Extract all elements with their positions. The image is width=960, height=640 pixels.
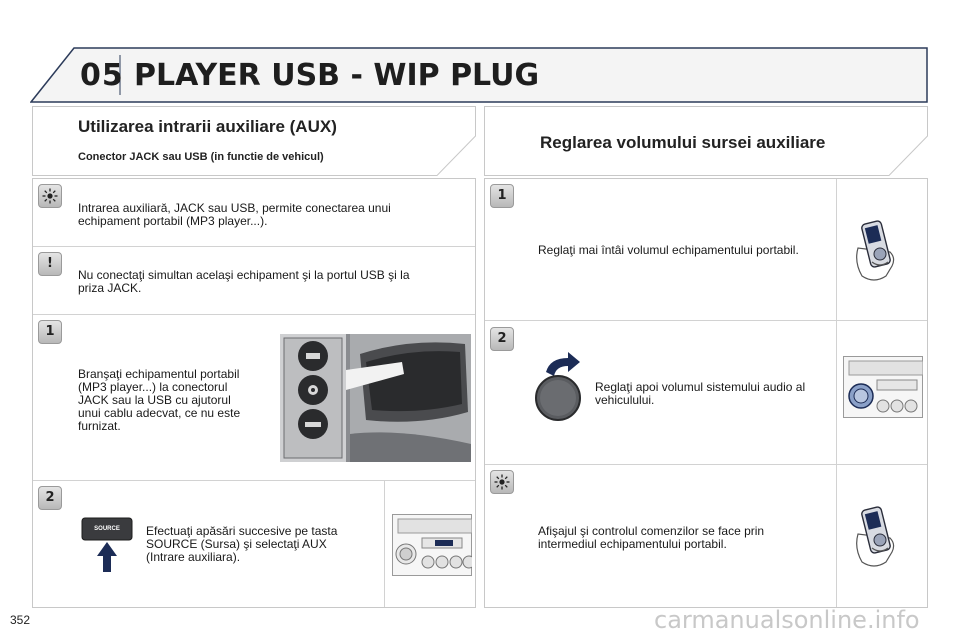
aux-connectors-illustration [280,334,471,462]
left-row4-text: Efectuaţi apăsări succesive pe tasta SOU… [146,525,337,564]
right-section-title: Reglarea volumului sursei auxiliare [540,133,826,152]
text-line: unui cablu adecvat, ce nu este [78,406,241,420]
step-icon: 2 [490,327,514,351]
right-header-box [484,106,928,176]
row-divider [33,246,475,247]
right-row3-text: Afişajul şi controlul comenzilor se face… [538,525,764,551]
row-divider [33,314,475,315]
badge-label: ! [47,256,53,271]
left-row3-text: Branşaţi echipamentul portabil (MP3 play… [78,368,240,433]
left-row1-text: Intrarea auxiliară, JACK sau USB, permit… [78,202,391,228]
tip-sun-icon [490,470,514,494]
radio-panel-illustration [392,514,472,576]
page-title: PLAYER USB - WIP PLUG [134,58,540,93]
text-line: Branşaţi echipamentul portabil [78,367,240,381]
text-line: Efectuaţi apăsări succesive pe tasta [146,524,338,538]
badge-label: 2 [45,490,55,505]
text-line: JACK sau la USB cu ajutorul [78,393,231,407]
left-section-title: Utilizarea intrarii auxiliare (AUX) [78,117,337,136]
column-divider [384,481,385,607]
column-divider [836,179,837,607]
text-line: Reglaţi mai întâi volumul echipamentului… [538,243,799,257]
left-content-box [32,178,476,608]
right-row2-text: Reglaţi apoi volumul sistemului audio al… [595,381,805,407]
badge-label: 2 [497,331,507,346]
radio-panel-illustration [843,356,923,418]
text-line: Nu conectaţi simultan acelaşi echipament… [78,268,410,282]
text-line: (Intrare auxiliara). [146,550,241,564]
step-icon: 1 [38,320,62,344]
page-header [30,47,928,103]
row-divider [485,464,927,465]
right-row1-text: Reglaţi mai întâi volumul echipamentului… [538,244,799,257]
warning-icon: ! [38,252,62,276]
text-line: (MP3 player...) la conectorul [78,380,228,394]
text-line: Reglaţi apoi volumul sistemului audio al [595,380,806,394]
text-line: intermediul echipamentului portabil. [538,537,727,551]
step-icon: 1 [490,184,514,208]
text-line: SOURCE (Sursa) şi selectaţi AUX [146,537,327,551]
text-line: Afişajul şi controlul comenzilor se face… [538,524,765,538]
step-icon: 2 [38,486,62,510]
row-divider [33,480,475,481]
chapter-number: 05 [80,58,124,93]
tip-sun-icon [38,184,62,208]
badge-label: 1 [45,324,55,339]
portable-player-hand-illustration [856,506,895,567]
watermark: carmanualsonline.info [654,606,920,634]
header-frame [30,47,928,103]
row-divider [485,320,927,321]
page-number: 352 [10,613,31,627]
portable-player-hand-illustration [856,220,895,281]
source-button-label: SOURCE [94,526,120,532]
text-line: vehiculului. [595,393,655,407]
left-section-subtitle: Conector JACK sau USB (in functie de veh… [78,151,324,163]
text-line: priza JACK. [78,281,142,295]
badge-label: 1 [497,188,507,203]
source-button-illustration [81,517,133,572]
volume-knob-illustration [535,352,581,421]
left-header-box [32,106,476,176]
text-line: Intrarea auxiliară, JACK sau USB, permit… [78,201,391,215]
text-line: furnizat. [78,419,121,433]
text-line: echipament portabil (MP3 player...). [78,214,268,228]
right-content-box [484,178,928,608]
left-row2-text: Nu conectaţi simultan acelaşi echipament… [78,269,410,295]
